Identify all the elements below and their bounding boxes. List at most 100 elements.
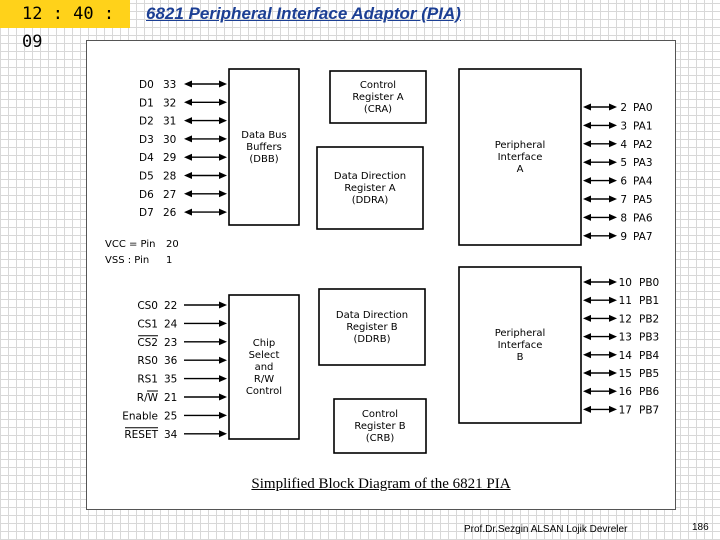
- figure-caption: Simplified Block Diagram of the 6821 PIA: [87, 476, 675, 493]
- control-pin-label-1: CS1: [137, 318, 158, 330]
- control-arrow-7-head: [219, 430, 227, 438]
- ddra-box: [316, 146, 424, 230]
- ddrb-label-0: Data Direction: [336, 310, 408, 321]
- port-a-pin-PA1: 3: [620, 120, 627, 132]
- crb-box: [333, 398, 427, 454]
- port-b-label-PB2: PB2: [639, 313, 659, 325]
- control-pin-number-2: 23: [164, 337, 177, 349]
- data-pin-number-D0: 33: [163, 79, 176, 91]
- port-a-arrow-PA0-head-left: [583, 103, 591, 111]
- page-number: 186: [692, 522, 709, 533]
- pia-label-2: A: [517, 164, 524, 175]
- port-a-arrow-PA0-head-right: [609, 103, 617, 111]
- power-label-0: VCC = Pin: [105, 239, 155, 250]
- cra-label-0: Control: [360, 80, 396, 91]
- chip-label-3: R/W: [254, 374, 274, 385]
- port-b-pin-PB3: 13: [619, 332, 632, 344]
- control-pin-label-4: RS1: [137, 374, 158, 386]
- pib-box: [458, 266, 582, 424]
- ddrb-label-1: Register B: [346, 322, 397, 333]
- chip-label-4: Control: [246, 386, 282, 397]
- data-pin-number-D3: 30: [163, 134, 176, 146]
- data-arrow-D0-head-right: [219, 80, 227, 88]
- control-pin-label-0: CS0: [137, 300, 158, 312]
- port-a-arrow-PA7-head-left: [583, 232, 591, 240]
- chip-label-1: Select: [249, 350, 280, 361]
- data-pin-number-D7: 26: [163, 207, 177, 219]
- port-b-arrow-PB2-head-left: [583, 314, 591, 322]
- port-b-label-PB5: PB5: [639, 368, 659, 380]
- port-a-arrow-PA1-head-right: [609, 121, 617, 129]
- port-a-arrow-PA4-head-left: [583, 177, 591, 185]
- chip-label-0: Chip: [253, 338, 275, 349]
- dbb-label-0: Data Bus: [241, 130, 286, 141]
- data-pin-number-D6: 27: [163, 189, 176, 201]
- pia-box: [458, 68, 582, 246]
- data-arrow-D3-head-left: [184, 135, 192, 143]
- data-arrow-D2-head-right: [219, 117, 227, 125]
- cra-box: [329, 70, 427, 124]
- data-pin-number-D1: 32: [163, 97, 176, 109]
- port-b-arrow-PB4-head-left: [583, 351, 591, 359]
- pia-label-1: Interface: [498, 152, 543, 163]
- data-pin-label-D3: D3: [139, 134, 154, 146]
- port-b-label-PB1: PB1: [639, 295, 659, 307]
- data-pin-label-D0: D0: [139, 79, 154, 91]
- data-arrow-D5-head-right: [219, 172, 227, 179]
- crb-label-1: Register B: [354, 421, 405, 432]
- dbb-label-2: (DBB): [249, 154, 278, 165]
- chip-box: [228, 294, 300, 440]
- port-b-arrow-PB4-head-right: [609, 351, 617, 359]
- port-b-arrow-PB3-head-right: [609, 333, 617, 341]
- control-arrow-5-head: [219, 393, 227, 401]
- pia-label-0: Peripheral: [495, 140, 546, 151]
- slide-title: 6821 Peripheral Interface Adaptor (PIA): [146, 4, 461, 23]
- port-a-label-PA2: PA2: [633, 139, 653, 151]
- port-a-arrow-PA3-head-right: [609, 158, 617, 166]
- pib-label-2: B: [517, 352, 524, 363]
- control-pin-number-0: 22: [164, 300, 177, 312]
- control-pin-number-6: 25: [164, 410, 177, 422]
- control-pin-number-7: 34: [164, 429, 178, 441]
- control-pin-label-5: R/W: [137, 392, 159, 404]
- control-arrow-3-head: [219, 356, 227, 364]
- port-b-arrow-PB2-head-right: [609, 314, 617, 322]
- port-a-pin-PA6: 8: [620, 212, 627, 224]
- port-a-label-PA3: PA3: [633, 157, 653, 169]
- data-arrow-D1-head-left: [184, 98, 192, 106]
- data-pin-number-D4: 29: [163, 152, 176, 164]
- control-pin-label-3: RS0: [137, 355, 158, 367]
- port-a-pin-PA7: 9: [620, 231, 627, 243]
- port-a-arrow-PA6-head-right: [609, 213, 617, 221]
- port-a-pin-PA2: 4: [620, 139, 627, 151]
- control-arrow-1-head: [219, 319, 227, 327]
- crb-label-2: (CRB): [366, 433, 395, 444]
- pib-label-1: Interface: [498, 340, 543, 351]
- port-b-arrow-PB1-head-right: [609, 296, 617, 304]
- port-b-arrow-PB7-head-right: [609, 405, 617, 413]
- port-b-label-PB0: PB0: [639, 277, 659, 289]
- ddrb-label-2: (DDRB): [353, 334, 390, 345]
- ddra-label-0: Data Direction: [334, 171, 406, 182]
- port-b-arrow-PB0-head-left: [583, 278, 591, 286]
- port-b-label-PB4: PB4: [639, 350, 660, 362]
- port-b-pin-PB4: 14: [619, 350, 633, 362]
- footer-author-course: Prof.Dr.Sezgin ALSAN Lojik Devreler: [464, 524, 628, 535]
- control-arrow-0-head: [219, 301, 227, 309]
- port-a-arrow-PA2-head-right: [609, 140, 617, 148]
- control-pin-label-6: Enable: [122, 410, 158, 422]
- port-a-label-PA7: PA7: [633, 231, 653, 243]
- power-pin-1: 1: [166, 255, 172, 266]
- port-a-label-PA4: PA4: [633, 176, 653, 188]
- ddra-label-1: Register A: [344, 183, 395, 194]
- control-pin-label-7: RESET: [124, 429, 158, 441]
- cra-label-2: (CRA): [364, 104, 392, 115]
- port-a-label-PA0: PA0: [633, 102, 653, 114]
- control-arrow-2-head: [219, 338, 227, 346]
- port-a-arrow-PA2-head-left: [583, 140, 591, 148]
- port-b-pin-PB1: 11: [619, 295, 632, 307]
- port-a-label-PA6: PA6: [633, 212, 653, 224]
- port-a-arrow-PA7-head-right: [609, 232, 617, 240]
